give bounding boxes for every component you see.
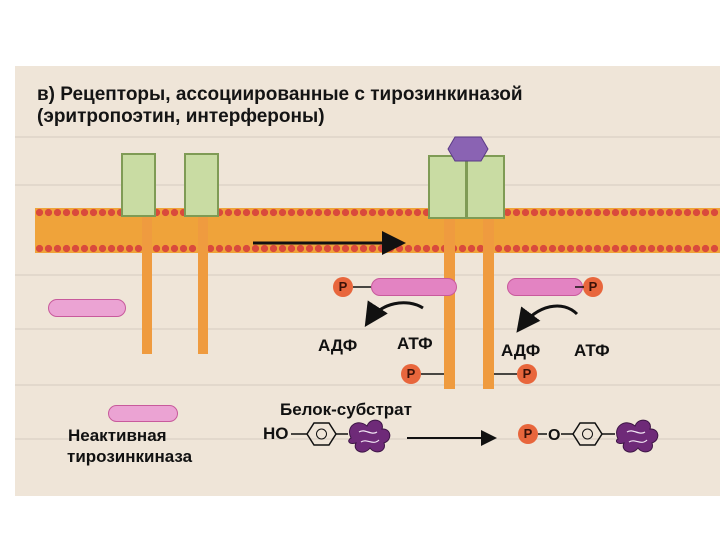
active-receptor-right-domain bbox=[466, 155, 505, 219]
phosphorylation-arrow-right bbox=[516, 304, 579, 333]
substrate-protein-after-fold bbox=[626, 430, 648, 443]
diagram-title: в) Рецепторы, ассоциированные с тирозинк… bbox=[37, 84, 523, 105]
phosphate-substrate: P bbox=[518, 424, 538, 444]
ligand-hexagon bbox=[447, 136, 489, 162]
inactive-receptor-left-stem bbox=[142, 214, 152, 354]
adp-label-left: АДФ bbox=[318, 336, 358, 355]
phosphorylation-arrow-left bbox=[364, 300, 424, 328]
substrate-protein-before bbox=[348, 419, 391, 453]
inactive-kinase-label-line1: Неактивная bbox=[68, 426, 167, 445]
tyrosine-ring-before-center bbox=[316, 428, 327, 440]
diagram-subtitle: (эритропоэтин, интерфероны) bbox=[37, 106, 325, 127]
substrate-protein-label: Белок-субстрат bbox=[280, 400, 412, 419]
phosphate-receptor-right: P bbox=[517, 364, 537, 384]
substrate-protein-before-fold bbox=[358, 430, 380, 443]
inactive-receptor-right-stem bbox=[198, 214, 208, 354]
membrane-outer-lipid-heads bbox=[35, 208, 720, 217]
active-receptor-right-stem bbox=[483, 214, 494, 389]
inactive-receptor-left-domain bbox=[121, 153, 156, 217]
tyrosine-ring-after bbox=[572, 422, 603, 446]
tyrosine-ring-after-center bbox=[582, 428, 593, 440]
phosphate-receptor-left: P bbox=[401, 364, 421, 384]
oxygen-atom: O bbox=[548, 427, 560, 444]
diagram-vector-overlay: O bbox=[253, 136, 659, 453]
inactive-kinase-label-line2: тирозинкиназа bbox=[67, 447, 193, 466]
tyrosine-ring-before bbox=[306, 422, 337, 446]
inactive-kinase-floating bbox=[48, 299, 126, 317]
atp-label-left: АТФ bbox=[397, 334, 433, 353]
substrate-protein-after bbox=[615, 419, 659, 453]
phosphate-kinase-left: P bbox=[333, 277, 353, 297]
active-kinase-bar bbox=[371, 278, 457, 296]
inactive-kinase-legend-swatch bbox=[108, 405, 178, 422]
membrane-inner-lipid-heads bbox=[35, 244, 720, 253]
active-receptor-left-stem bbox=[444, 214, 455, 389]
phosphate-kinase-right: P bbox=[583, 277, 603, 297]
atp-label-right: АТФ bbox=[574, 341, 610, 360]
hydroxyl-group-label: НО bbox=[263, 424, 289, 443]
diagram-panel: в) Рецепторы, ассоциированные с тирозинк… bbox=[15, 66, 720, 496]
inactive-receptor-right-domain bbox=[184, 153, 219, 217]
adp-label-right: АДФ bbox=[501, 341, 541, 360]
